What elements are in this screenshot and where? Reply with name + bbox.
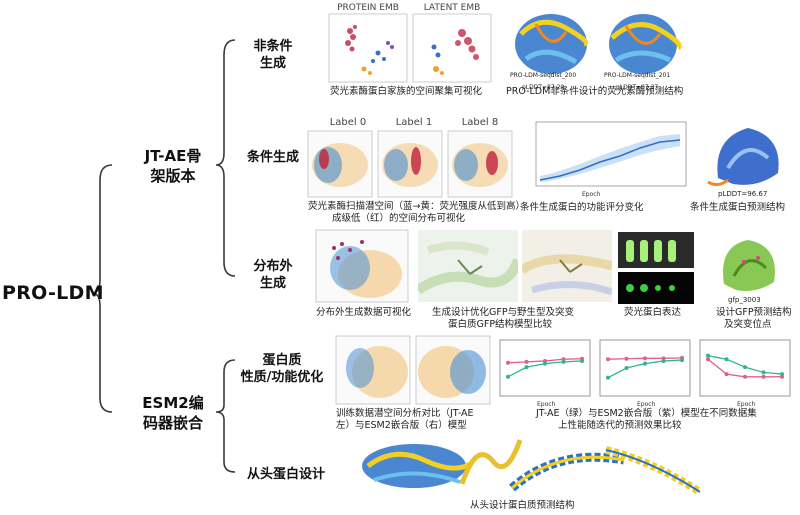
leaf-optimization-l1: 蛋白质 <box>262 353 302 368</box>
perf-series-point <box>661 358 666 363</box>
umap-latent-panel: LATENT EMB <box>412 3 492 83</box>
leaf-unconditional-l2: 生成 <box>259 56 286 71</box>
caption-r1-b: PRO-LDM非条件设计的荧光素酶预测结构 <box>506 86 684 97</box>
caption-r4-b2: 上性能随迭代的预测效果比较 <box>558 420 682 431</box>
perf-series-point <box>643 356 647 361</box>
umap-latent-scatter <box>412 13 492 83</box>
luciferase-structure-1 <box>515 14 588 74</box>
gfp-label: gfp_3003 <box>728 296 761 304</box>
caption-r4-a1: 训练数据潜空间分析对比（JT-AE <box>336 408 474 419</box>
leaf-ood: 分布外 生成 <box>238 258 308 292</box>
denovo-structure-2 <box>459 439 523 485</box>
root-label: PRO-LDM <box>2 282 104 304</box>
perf-series-point <box>606 375 610 380</box>
perf-chart-xlabel: Epoch <box>737 401 756 408</box>
perf-series-point <box>780 372 784 377</box>
caption-r3-a: 分布外生成数据可视化 <box>316 307 412 318</box>
luciferase-structure-2 <box>609 14 682 74</box>
denovo-structure-4 <box>605 446 703 496</box>
gfp-mutant-structure <box>522 230 612 302</box>
leaf-ood-l1: 分布外 <box>253 259 293 274</box>
function-score-line-chart: Epoch <box>535 121 687 198</box>
fluorescence-expression <box>618 232 694 304</box>
branch-esm2-line1: ESM2编 <box>142 394 204 412</box>
caption-r4-b1: JT-AE（绿）与ESM2嵌合版（紫）模型在不同数据集 <box>536 408 757 419</box>
branch-jtae-line2: 架版本 <box>150 167 196 185</box>
leaf-denovo: 从头蛋白设计 <box>236 466 336 483</box>
caption-r2-a1: 荧光素酶扫描潜空间（蓝→黄：荧光强度从低到高） <box>308 201 525 212</box>
perf-charts-svg: Epoch Epoch Epoch <box>499 339 791 408</box>
perf-series-point <box>606 357 610 362</box>
perf-series-point <box>524 359 529 364</box>
conditional-structure <box>707 128 779 187</box>
perf-series-point <box>680 358 684 363</box>
caption-r3-b2: 蛋白质GFP结构模型比较 <box>448 319 553 330</box>
perf-chart-xlabel: Epoch <box>537 401 556 408</box>
denovo-structure-1 <box>362 444 472 488</box>
umap-protein-title: PROTEIN EMB <box>337 3 399 13</box>
ood-scatter <box>315 229 409 303</box>
caption-r3-b1: 生成设计优化GFP与野生型及突变 <box>432 307 575 318</box>
perf-series-point <box>624 356 629 361</box>
perf-chart-frame <box>599 339 691 397</box>
designed-gfp-structure <box>723 240 775 291</box>
perf-charts: Epoch Epoch Epoch <box>496 336 794 410</box>
caption-r5-a: 从头设计蛋白质预测结构 <box>470 500 575 511</box>
perf-series-point <box>706 357 710 362</box>
caption-r3-c: 荧光蛋白表达 <box>624 307 682 318</box>
perf-chart-frame <box>499 339 591 397</box>
leaf-ood-l2: 生成 <box>259 276 286 291</box>
perf-series-point <box>761 374 766 379</box>
perf-chart-xlabel: Epoch <box>637 401 656 408</box>
caption-r2-b: 条件生成蛋白的功能评分变化 <box>520 202 644 213</box>
struct1-label: PRO-LDM-seqdist_200 pLDDT=87.20 <box>510 72 577 91</box>
perf-series-point <box>506 360 510 365</box>
leaf-optimization: 蛋白质 性质/功能优化 <box>230 352 334 386</box>
branch-jtae: JT-AE骨 架版本 <box>132 146 214 186</box>
perf-series-point <box>643 361 647 366</box>
denovo-structure-3 <box>509 452 625 492</box>
perf-series-point <box>743 365 747 370</box>
leaf-unconditional-l1: 非条件 <box>253 39 293 54</box>
perf-series-point <box>743 374 747 379</box>
leaf-optimization-l2: 性质/功能优化 <box>240 370 324 385</box>
perf-series-point <box>724 372 729 377</box>
label0: Label 0 <box>329 117 367 128</box>
leaf-conditional: 条件生成 <box>236 149 310 166</box>
gfp-comparison-structure <box>418 230 518 302</box>
perf-series-point <box>561 359 566 364</box>
caption-r3-d2: 及突变位点 <box>724 319 772 330</box>
leaf-unconditional: 非条件 生成 <box>238 38 308 72</box>
perf-series-point <box>706 353 710 358</box>
conditional-latent-scatters <box>307 130 513 198</box>
caption-r2-c: 条件生成蛋白预测结构 <box>690 202 786 213</box>
label1: Label 1 <box>395 117 433 128</box>
branch-esm2-line2: 码器嵌合 <box>142 414 203 432</box>
struct2-label: PRO-LDM-seqdist_201 pLDDT=87.37 <box>604 72 671 91</box>
umap-protein-panel: PROTEIN EMB <box>328 3 408 83</box>
perf-series-point <box>761 370 766 375</box>
perf-series-point <box>624 366 629 370</box>
leaf-conditional-l1: 条件生成 <box>246 150 299 165</box>
perf-series-point <box>580 358 584 363</box>
plddt-label: pLDDT=96.67 <box>718 190 768 198</box>
perf-series-point <box>524 365 529 370</box>
umap-latent-title: LATENT EMB <box>423 3 481 13</box>
caption-r2-a2: 成级低（红）的空间分布可视化 <box>332 213 466 224</box>
perf-series-point <box>543 361 547 366</box>
caption-r3-d1: 设计GFP预测结构 <box>716 307 792 318</box>
caption-r1-a: 荧光素酶蛋白家族的空间聚集可视化 <box>330 86 483 97</box>
caption-r4-a2: 左）与ESM2嵌合版（右）模型 <box>336 420 467 431</box>
perf-series-point <box>724 357 729 362</box>
chart-xlabel: Epoch <box>582 191 601 198</box>
leaf-denovo-l1: 从头蛋白设计 <box>246 467 325 482</box>
branch-jtae-line1: JT-AE骨 <box>144 147 202 165</box>
label8: Label 8 <box>461 117 499 128</box>
umap-protein-scatter <box>328 13 408 83</box>
branch-esm2: ESM2编 码器嵌合 <box>132 393 214 433</box>
perf-series-point <box>506 374 510 379</box>
latent-comparison-scatters <box>335 335 491 405</box>
